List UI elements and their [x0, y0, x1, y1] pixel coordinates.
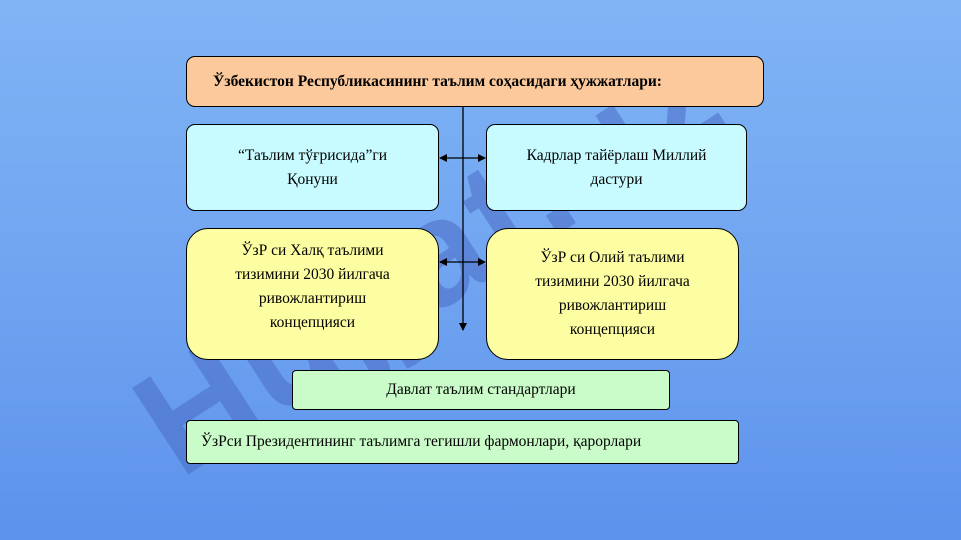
- diagram-title-box: Ўзбекистон Республикасининг таълим соҳас…: [186, 56, 764, 107]
- personnel-program-box: Кадрлар тайёрлаш Миллий дастури: [486, 124, 747, 211]
- public-education-concept-text: ЎзР си Халқ таълими тизимини 2030 йилгач…: [235, 242, 390, 331]
- presidential-decrees-box: ЎзРси Президентининг таълимга тегишли фа…: [186, 420, 739, 464]
- higher-education-concept-box: ЎзР си Олий таълими тизимини 2030 йилгач…: [486, 228, 739, 360]
- education-law-box: “Таълим тўғрисида”ги Қонуни: [186, 124, 439, 211]
- diagram-title: Ўзбекистон Республикасининг таълим соҳас…: [213, 72, 662, 90]
- personnel-program-text: Кадрлар тайёрлаш Миллий дастури: [526, 146, 707, 188]
- education-standards-text: Давлат таълим стандартлари: [386, 381, 576, 398]
- public-education-concept-box: ЎзР си Халқ таълими тизимини 2030 йилгач…: [186, 228, 439, 360]
- higher-education-concept-text: ЎзР си Олий таълими тизимини 2030 йилгач…: [535, 249, 690, 338]
- education-law-text: “Таълим тўғрисида”ги Қонуни: [238, 146, 387, 188]
- education-standards-box: Давлат таълим стандартлари: [292, 370, 670, 410]
- presidential-decrees-text: ЎзРси Президентининг таълимга тегишли фа…: [201, 433, 642, 450]
